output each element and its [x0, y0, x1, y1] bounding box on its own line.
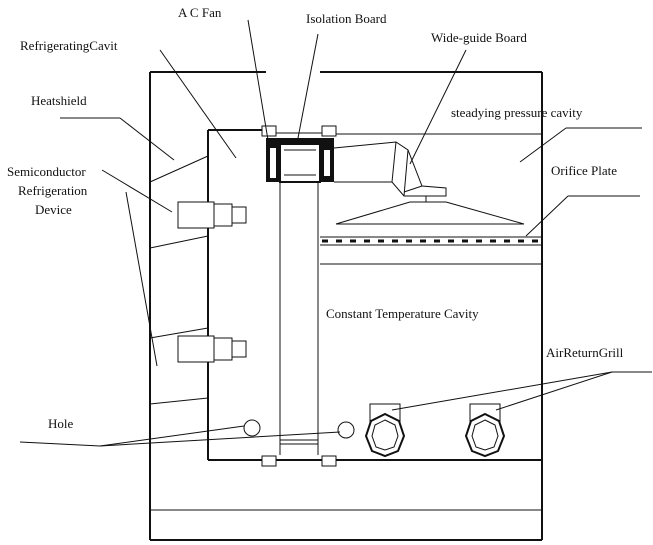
label-heatshield: Heatshield [31, 93, 87, 108]
label-air-return-grill: AirReturnGrill [546, 345, 624, 360]
isolation-board-wall [279, 182, 319, 455]
hole-left [243, 419, 261, 437]
label-constant-temperature-cavity: Constant Temperature Cavity [326, 306, 479, 321]
label-semiconductor-line2: Refrigeration [18, 183, 88, 198]
air-return-grill-right [464, 403, 506, 458]
label-isolation-board: Isolation Board [306, 11, 387, 26]
label-ac-fan: A C Fan [178, 5, 222, 20]
wide-guide-board [333, 141, 525, 225]
label-hole: Hole [48, 416, 74, 431]
bottom-brackets [261, 455, 337, 467]
label-refrigerating-cavity: RefrigeratingCavit [20, 38, 118, 53]
outer-housing [149, 71, 543, 541]
orifice-plate [320, 236, 542, 246]
semiconductor-device-lower [149, 327, 247, 405]
label-semiconductor-line1: Semiconductor [7, 164, 86, 179]
label-wide-guide-board: Wide-guide Board [431, 30, 527, 45]
semiconductor-device-upper [149, 155, 247, 249]
ac-fan [248, 125, 337, 183]
label-orifice-plate: Orifice Plate [551, 163, 617, 178]
label-steadying-pressure-cavity: steadying pressure cavity [451, 105, 583, 120]
hole-right [337, 421, 355, 439]
leader-lines [19, 19, 652, 447]
air-return-grill-left [364, 403, 406, 458]
label-semiconductor-line3: Device [35, 202, 72, 217]
